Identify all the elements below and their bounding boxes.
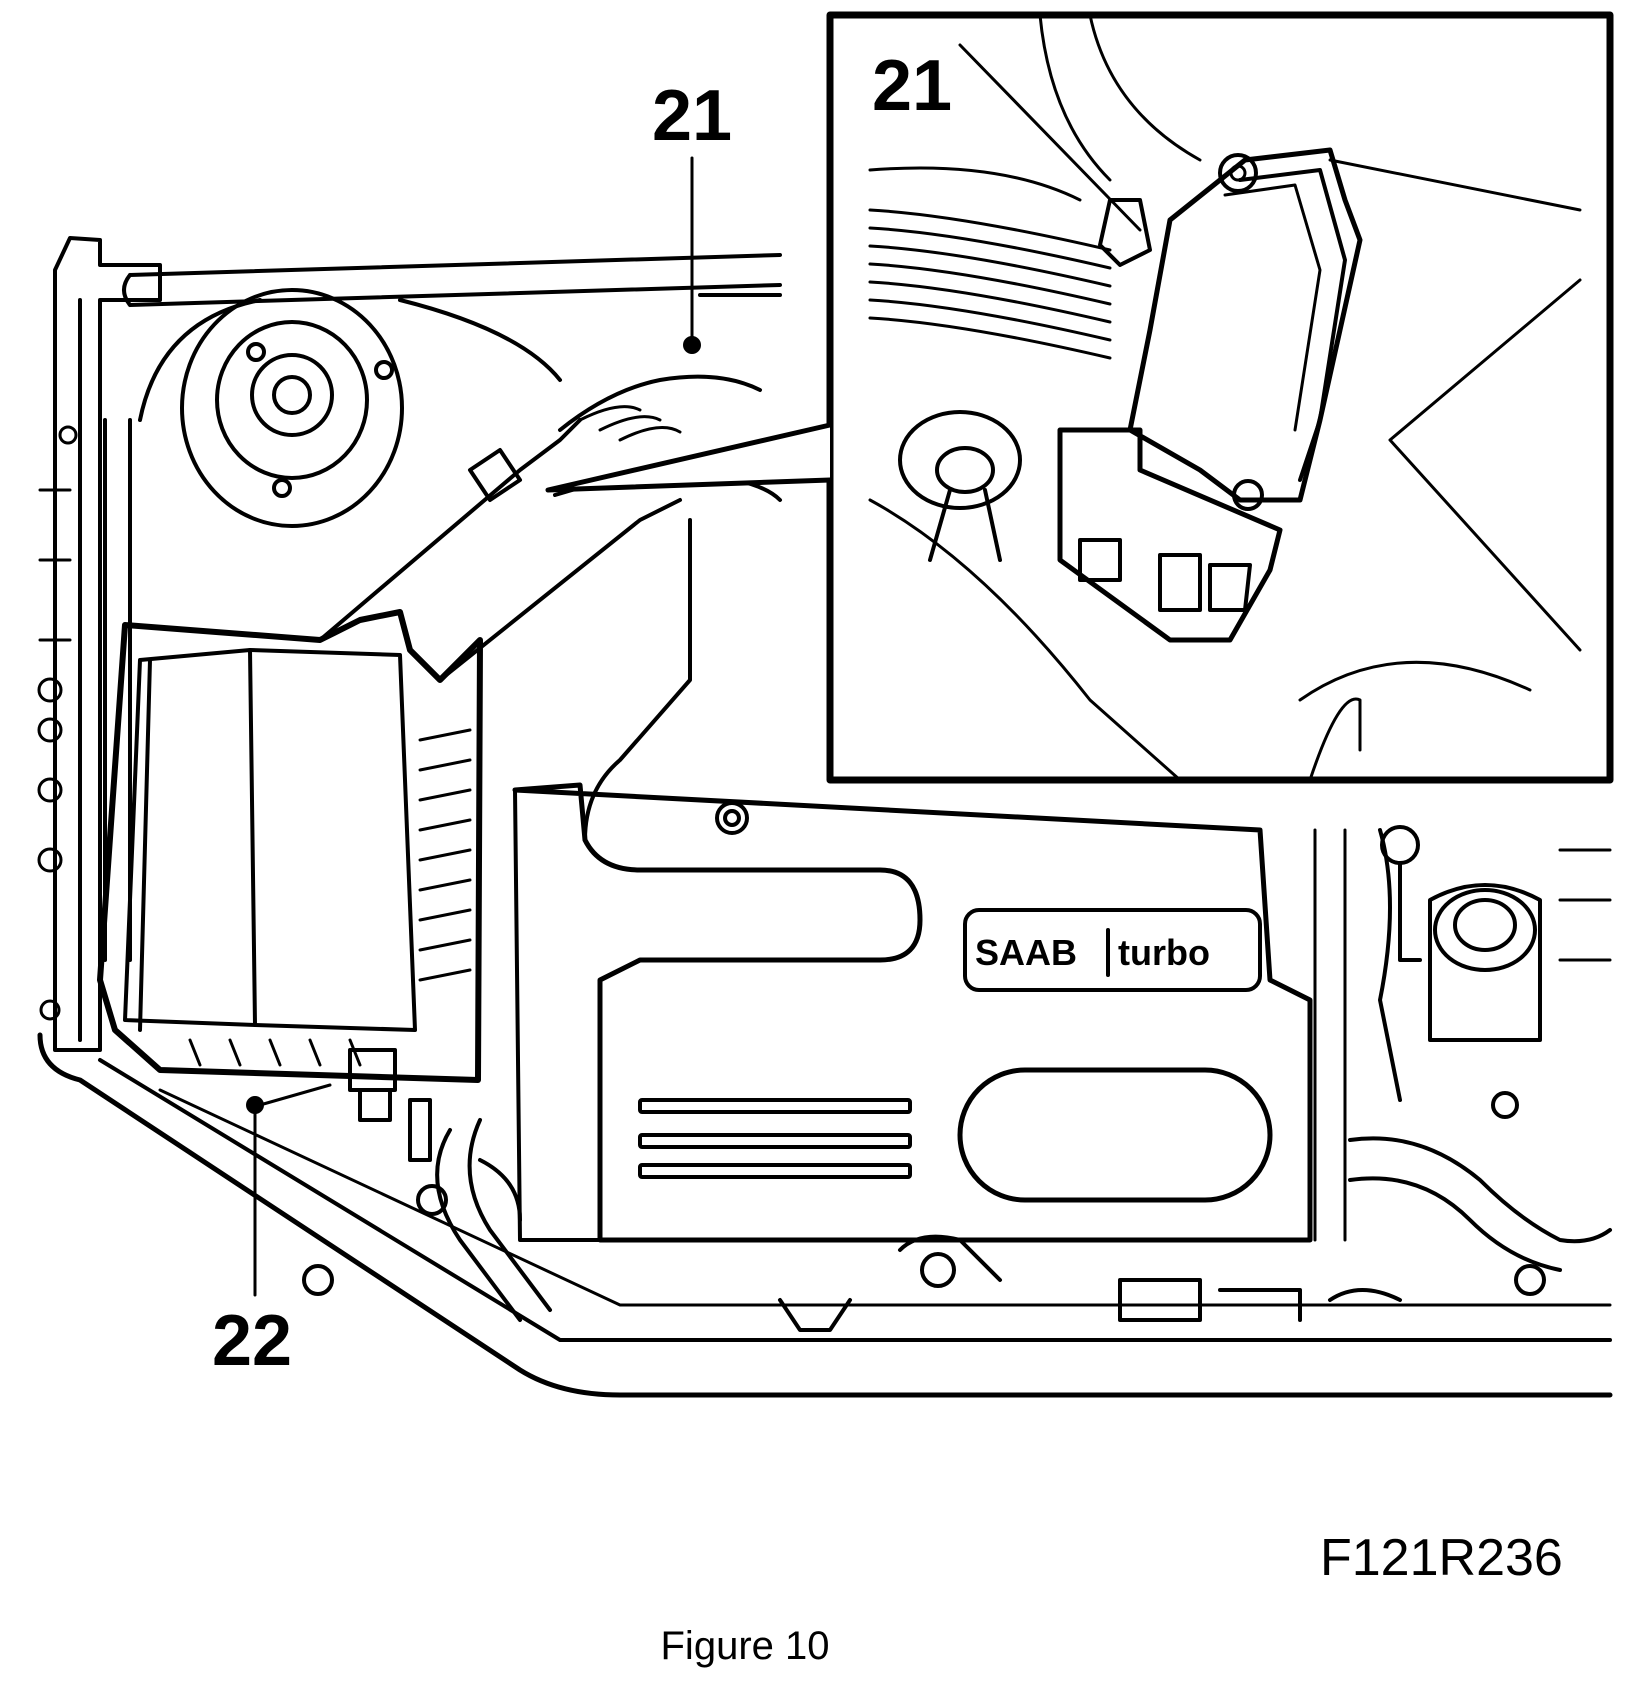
callout-21: 21: [652, 76, 732, 156]
logo-brand: SAAB: [975, 932, 1077, 973]
main-view: SAAB turbo: [37, 156, 1613, 1398]
callout-22: 22: [212, 1301, 292, 1381]
engine-cover-logo: SAAB turbo: [963, 908, 1262, 992]
logo-model: turbo: [1118, 932, 1210, 973]
figure-caption: Figure 10: [660, 1624, 830, 1668]
intake-hose: [318, 374, 782, 682]
callout-21-inset: 21: [872, 46, 952, 126]
strut-tower: [180, 288, 404, 528]
fender-frame: [53, 236, 162, 1052]
air-filter-box: [97, 609, 483, 1083]
bumper-outline: [37, 1032, 1613, 1398]
fender-holes: [37, 425, 78, 1021]
detail-inset: [545, 11, 1614, 784]
engine-cover: [512, 518, 1313, 1243]
figure-reference-code: F121R236: [1320, 1529, 1563, 1587]
right-side-components: [1313, 825, 1612, 1272]
cross-brace: [122, 253, 782, 307]
inset-pipe-ribs: [868, 208, 1112, 360]
lower-hoses: [416, 1118, 1402, 1332]
inset-sensor: [1057, 147, 1363, 643]
